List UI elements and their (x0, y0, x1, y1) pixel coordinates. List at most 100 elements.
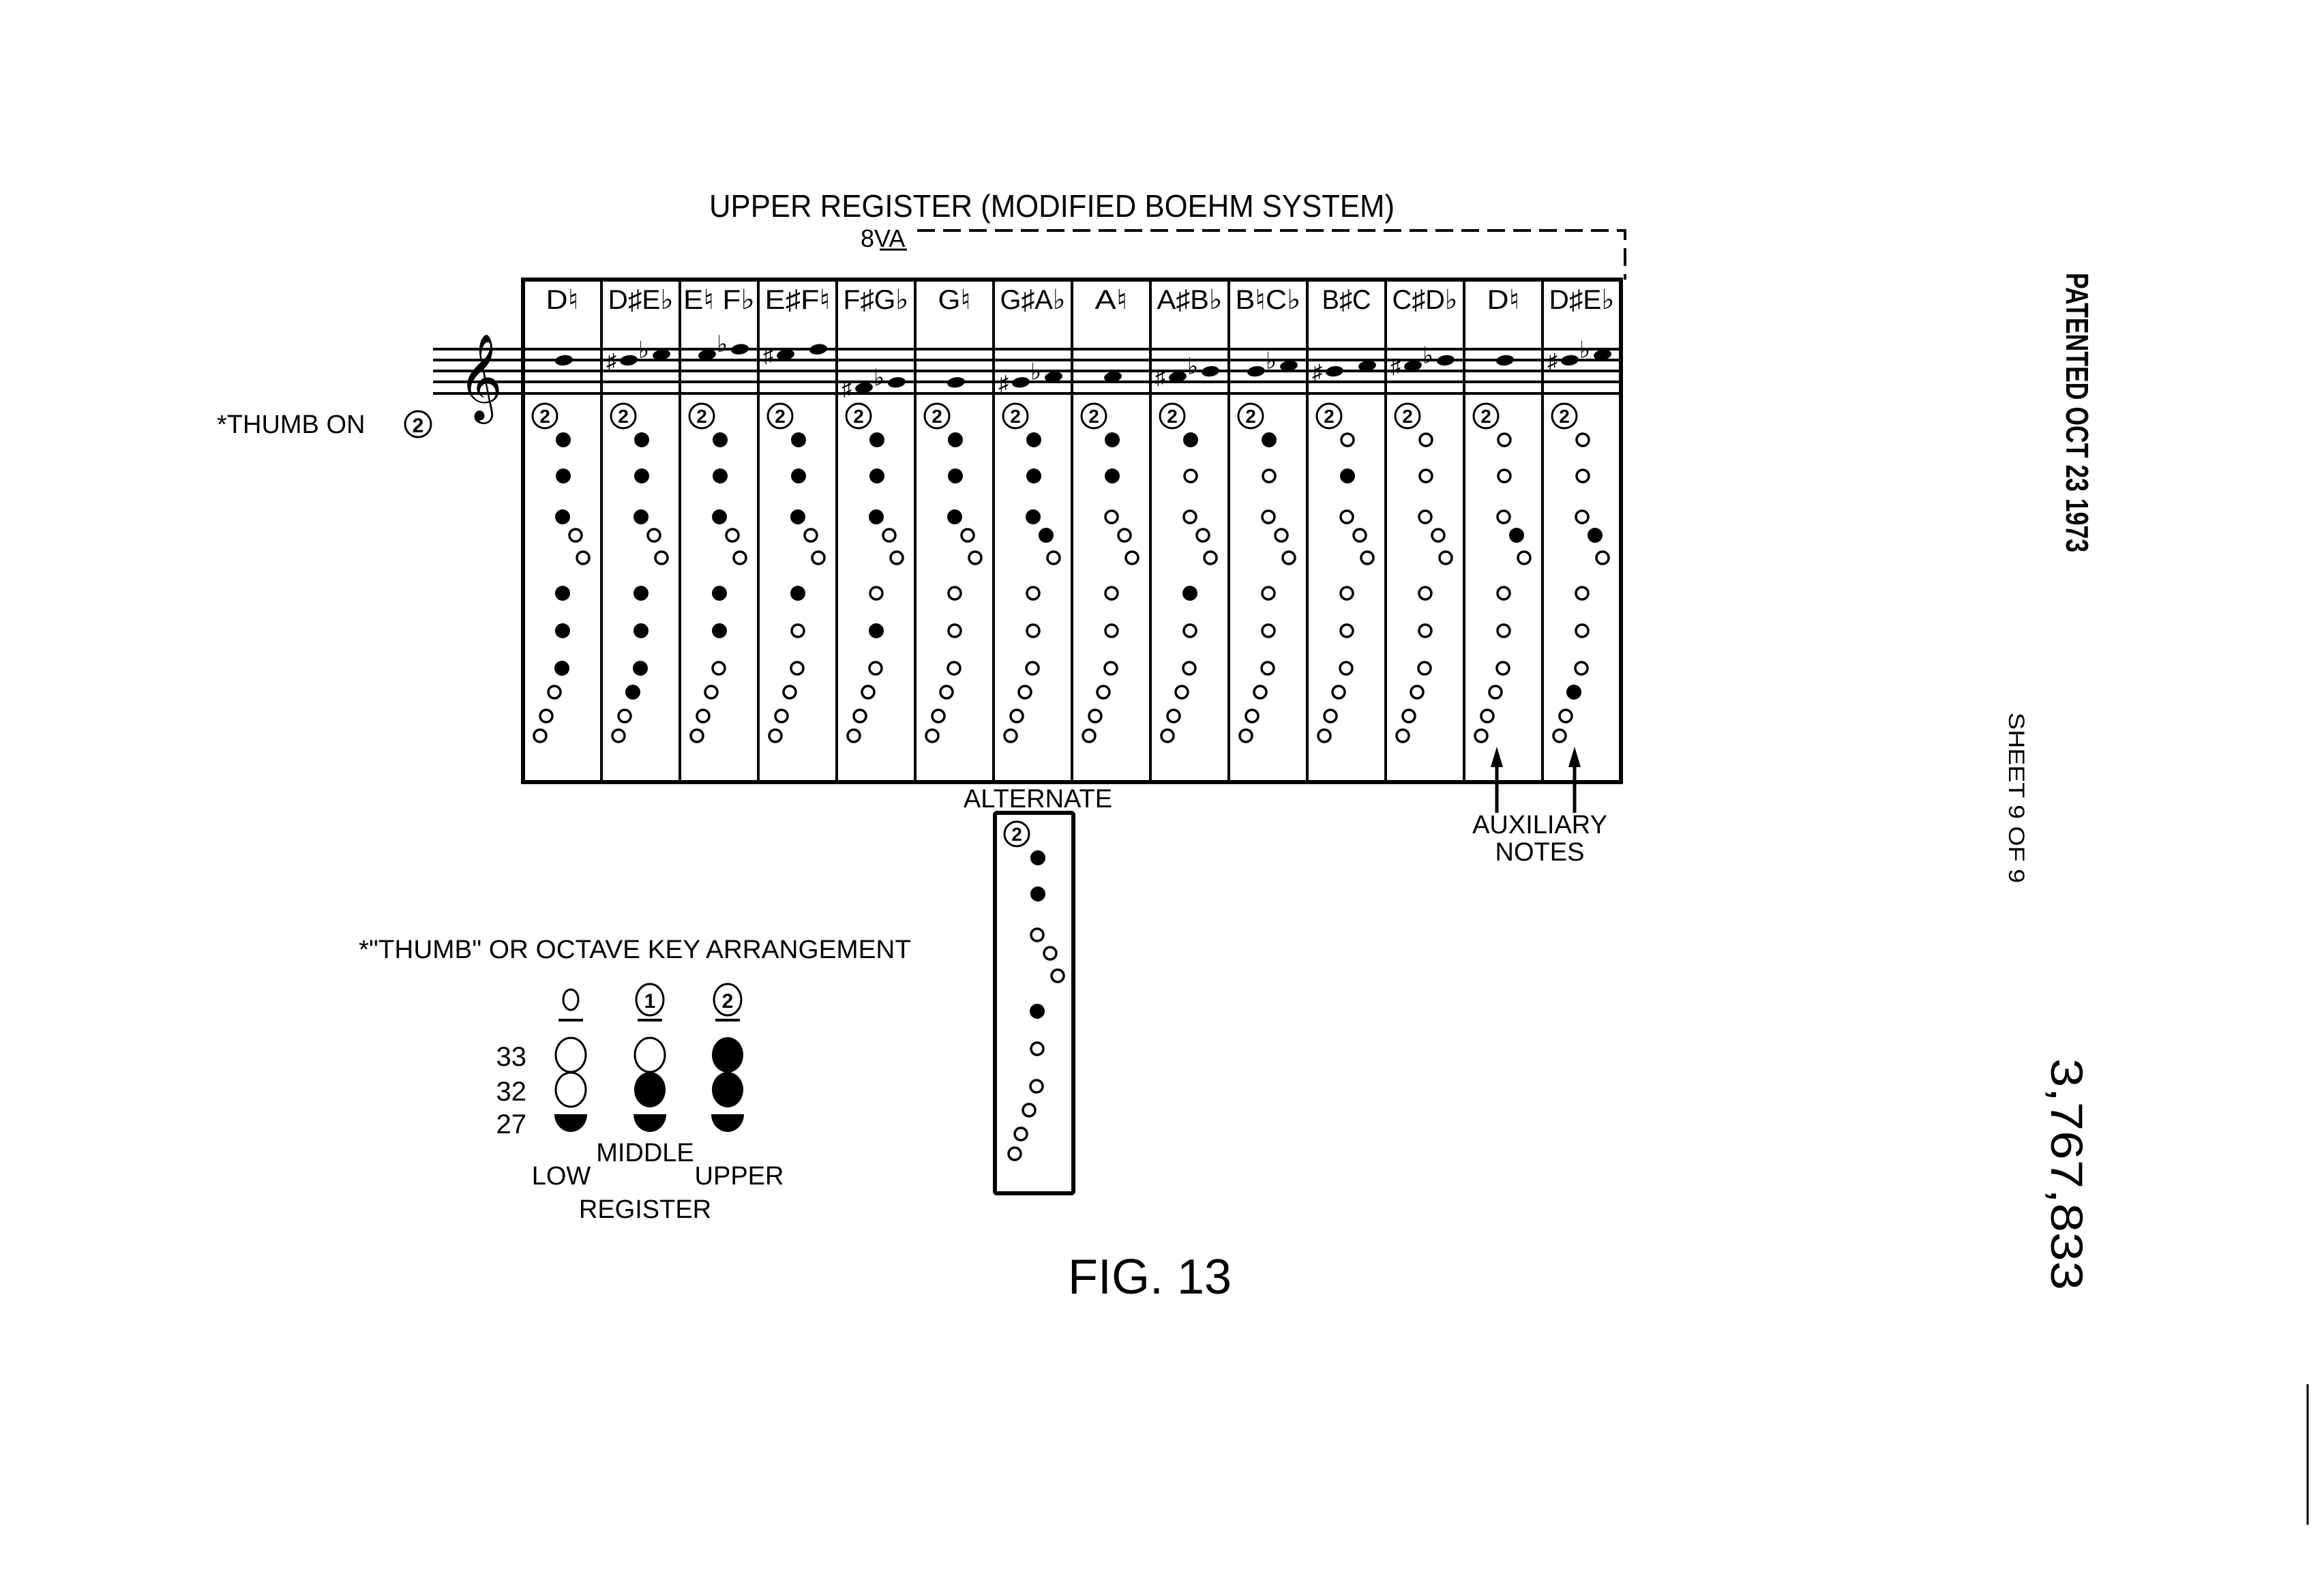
open-hole-icon (1431, 528, 1446, 543)
octave-dashed-line (917, 229, 1626, 280)
fingering-chart: D♮2D♯E♭♯♭2E♮ F♭♭2E♯F♮♯2F♯G♭♯♭2G♮2G♯A♭♯♭2… (521, 278, 1623, 784)
key-symbol-circle-icon (635, 983, 665, 1017)
open-hole-icon (1360, 550, 1375, 565)
open-hole-icon (1043, 946, 1058, 961)
open-hole-icon (1261, 623, 1276, 638)
open-hole-icon (1003, 728, 1018, 743)
open-hole-icon (1007, 1146, 1022, 1161)
note-name-label: A♮ (1095, 285, 1128, 315)
open-hole-icon (1182, 623, 1197, 638)
alternate-fingering-box: 2 (993, 811, 1075, 1195)
flat-icon: ♭ (1030, 359, 1041, 385)
key-row-label: 27 (496, 1109, 527, 1139)
closed-hole-icon (791, 468, 806, 483)
note-name-label: B♯C (1322, 285, 1371, 315)
note-name-label: C♯D♭ (1392, 285, 1458, 315)
note-name-label: A♯B♭ (1157, 285, 1223, 315)
note-head (1326, 365, 1343, 377)
flat-icon: ♭ (1187, 354, 1198, 380)
thumb-key-2-icon (845, 402, 872, 430)
open-hole-icon (1046, 550, 1061, 565)
note-head (698, 349, 716, 360)
music-staff (433, 348, 1621, 395)
closed-hole-icon (712, 586, 727, 601)
open-hole-icon (1274, 528, 1289, 543)
note-head (1169, 372, 1187, 383)
open-hole-icon (1339, 623, 1354, 638)
alternate-box-border (993, 811, 1075, 1195)
thumb-key-2-text: 2 (539, 406, 550, 427)
open-hole-icon (1575, 586, 1590, 601)
fingering-column: F♯G♭♯♭2 (835, 280, 909, 782)
note-head (1561, 355, 1579, 366)
open-hole-icon (811, 550, 826, 565)
open-hole-icon (1474, 728, 1489, 743)
open-hole-icon (1261, 509, 1276, 524)
open-hole-icon (1203, 550, 1218, 565)
open-hole-icon (1013, 1126, 1028, 1141)
note-head (1280, 360, 1298, 372)
thumb-key-2-icon (1315, 402, 1343, 430)
open-hole-icon (1245, 708, 1260, 723)
open-hole-icon (1253, 685, 1268, 700)
closed-hole-icon (1026, 468, 1041, 483)
fingering-column: G♯A♭♯♭2 (992, 280, 1066, 782)
fingering-column: D♮2 (1463, 280, 1532, 782)
closed-hole-icon (791, 432, 806, 447)
open-hole-icon (1103, 661, 1118, 676)
flat-icon: ♭ (1579, 337, 1590, 363)
sharp-icon: ♯ (1390, 356, 1401, 378)
open-hole-icon (1281, 550, 1296, 565)
note-head (947, 377, 965, 388)
open-hole-icon (960, 528, 975, 543)
open-hole-icon (617, 708, 632, 723)
auxiliary-label-line1: AUXILIARY (1472, 811, 1607, 839)
open-hole-icon (568, 528, 583, 543)
open-hole-icon (1260, 661, 1275, 676)
open-hole-icon (1017, 685, 1032, 700)
octave-mark: 8VA (861, 224, 905, 252)
alternate-label: ALTERNATE (964, 785, 1112, 814)
closed-hole-icon (790, 586, 805, 601)
legend-upper-label: UPPER (695, 1162, 784, 1191)
flat-icon: ♭ (638, 337, 649, 363)
sharp-icon: ♯ (1547, 350, 1558, 372)
closed-hole-icon (948, 432, 963, 447)
note-name-label: F♯G♭ (844, 285, 909, 315)
key-symbol-text: 2 (722, 990, 734, 1013)
open-hole-icon (947, 661, 962, 676)
open-hole-icon (1575, 623, 1590, 638)
open-hole-icon (1417, 661, 1432, 676)
note-head (777, 349, 794, 360)
open-hole-icon (646, 528, 661, 543)
thumb-key-2-text: 2 (1010, 406, 1021, 427)
thumb-key-2-icon (688, 402, 715, 430)
open-hole-icon (533, 728, 548, 743)
thumb-on-label: *THUMB ON (217, 411, 365, 439)
open-hole-icon (931, 708, 946, 723)
thumb-key-2-symbol: 2 (404, 410, 432, 438)
open-hole-icon (1339, 661, 1354, 676)
open-hole-icon (689, 728, 704, 743)
thumb-key-2-text: 2 (696, 406, 707, 427)
fingering-column: D♯E♭♯♭2 (600, 280, 674, 782)
open-hole-icon (1050, 968, 1065, 983)
note-name-label: E♯F♮ (765, 285, 831, 315)
closed-hole-icon (869, 623, 884, 638)
fingering-column: E♯F♮♯2 (757, 280, 831, 782)
note-head (888, 377, 906, 388)
open-hole-icon (1410, 685, 1425, 700)
chart-title: UPPER REGISTER (MODIFIED BOEHM SYSTEM) (709, 188, 1395, 224)
open-hole-icon (1117, 528, 1132, 543)
sharp-icon: ♯ (998, 372, 1009, 395)
closed-hole-icon (634, 468, 649, 483)
figure-label: FIG. 13 (1068, 1250, 1232, 1304)
fingering-column: B♮C♭♭2 (1227, 280, 1301, 782)
flat-icon: ♭ (874, 365, 884, 391)
closed-hole-icon (1588, 528, 1603, 543)
open-hole-icon (1182, 509, 1197, 524)
svg-text:2: 2 (413, 415, 424, 437)
thumb-key-2-icon (1159, 402, 1186, 430)
sharp-icon: ♯ (1155, 367, 1165, 389)
fingering-column: D♯E♭♯♭2 (1541, 280, 1615, 782)
